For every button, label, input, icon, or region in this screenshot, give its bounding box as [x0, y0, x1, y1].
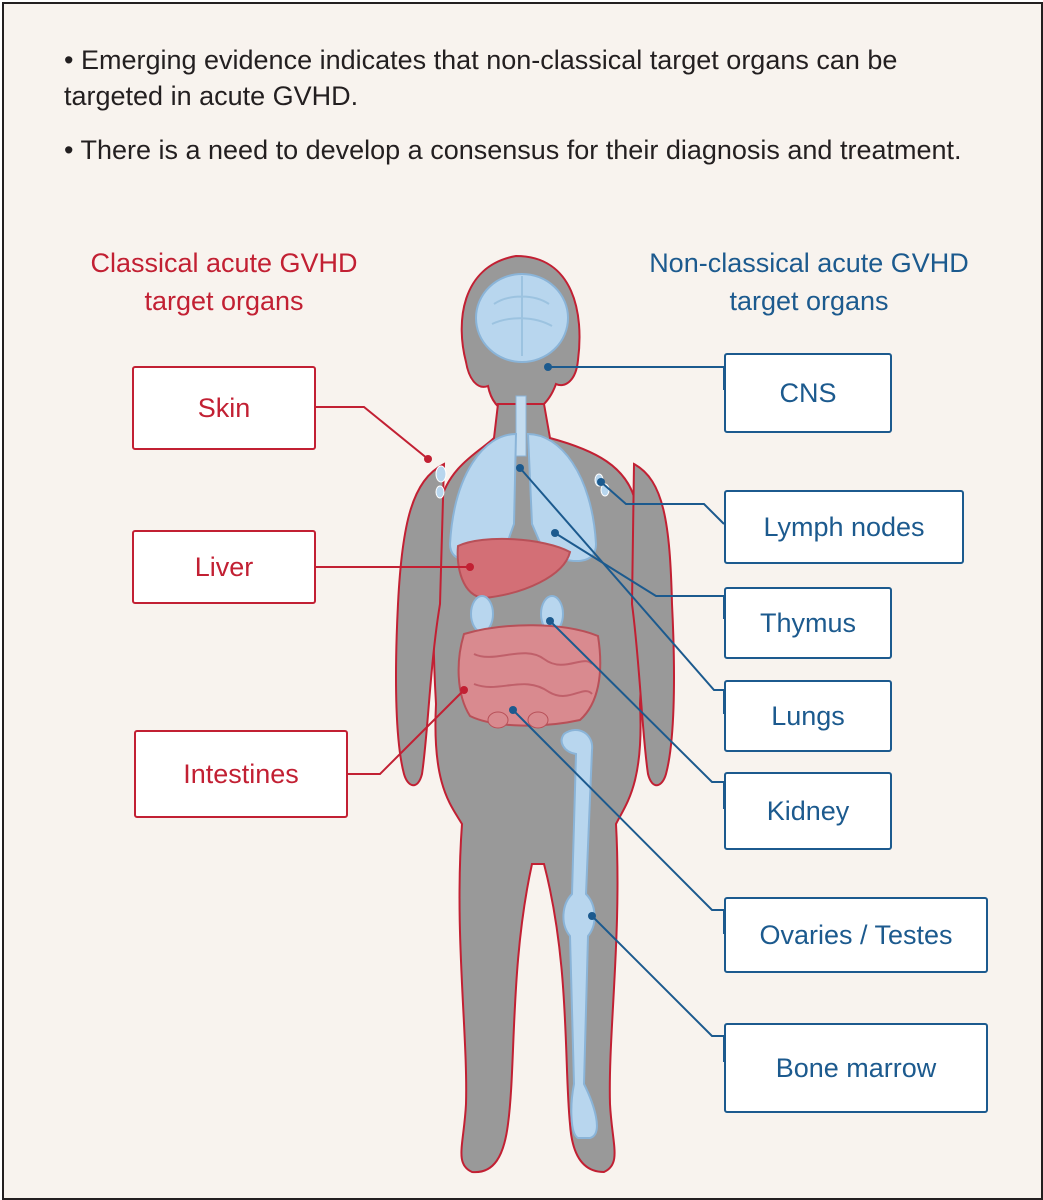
- cns-marker: [544, 363, 552, 371]
- classical-heading-line1: Classical acute GVHD: [90, 248, 358, 278]
- intestines: [457, 624, 602, 727]
- intestines-marker: [460, 686, 468, 694]
- organ-label-liver: Liver: [132, 530, 316, 604]
- classical-connectors: [316, 406, 470, 775]
- non-classical-heading-line1: Non-classical acute GVHD: [649, 248, 969, 278]
- organ-label-skin: Skin: [132, 366, 316, 450]
- left-arm-shape: [395, 462, 446, 787]
- skin-marker: [424, 455, 432, 463]
- thymus-marker: [551, 529, 559, 537]
- non-classical-heading-line2: target organs: [729, 286, 889, 316]
- bone-marrow-marker: [588, 912, 596, 920]
- lymph-nodes-connector: [600, 481, 725, 525]
- bullet-consensus: • There is a need to develop a consensus…: [64, 135, 962, 165]
- brain: [475, 273, 569, 363]
- body-illustration: [316, 254, 725, 1174]
- trachea: [515, 395, 527, 457]
- kidneys: [470, 595, 564, 633]
- lungs: [448, 432, 598, 563]
- liver: [456, 537, 572, 600]
- non-classical-heading: Non-classical acute GVHD target organs: [604, 244, 1014, 320]
- organ-label-kidney: Kidney: [724, 772, 892, 850]
- classical-heading: Classical acute GVHD target organs: [44, 244, 404, 320]
- organ-label-thymus: Thymus: [724, 587, 892, 659]
- organ-label-lungs: Lungs: [724, 680, 892, 752]
- organ-label-cns: CNS: [724, 353, 892, 433]
- classical-heading-line2: target organs: [144, 286, 304, 316]
- organ-label-intestines: Intestines: [134, 730, 348, 818]
- leg-bone: [560, 729, 598, 1139]
- lungs-marker: [516, 464, 524, 472]
- ovaries-marker: [509, 706, 517, 714]
- bullet-evidence: • Emerging evidence indicates that non-c…: [64, 45, 898, 111]
- kidney-marker: [546, 617, 554, 625]
- organ-label-ovaries-testes: Ovaries / Testes: [724, 897, 988, 973]
- non-classical-markers: [509, 363, 605, 920]
- organ-label-bone-marrow: Bone marrow: [724, 1023, 988, 1113]
- ovaries: [487, 711, 549, 729]
- liver-marker: [466, 563, 474, 571]
- classical-markers: [424, 455, 474, 694]
- skin-connector: [316, 406, 429, 460]
- lymph-nodes-marker: [597, 478, 605, 486]
- intestines-connector: [348, 689, 465, 775]
- organ-label-lymph-nodes: Lymph nodes: [724, 490, 964, 564]
- right-arm-shape: [630, 462, 675, 787]
